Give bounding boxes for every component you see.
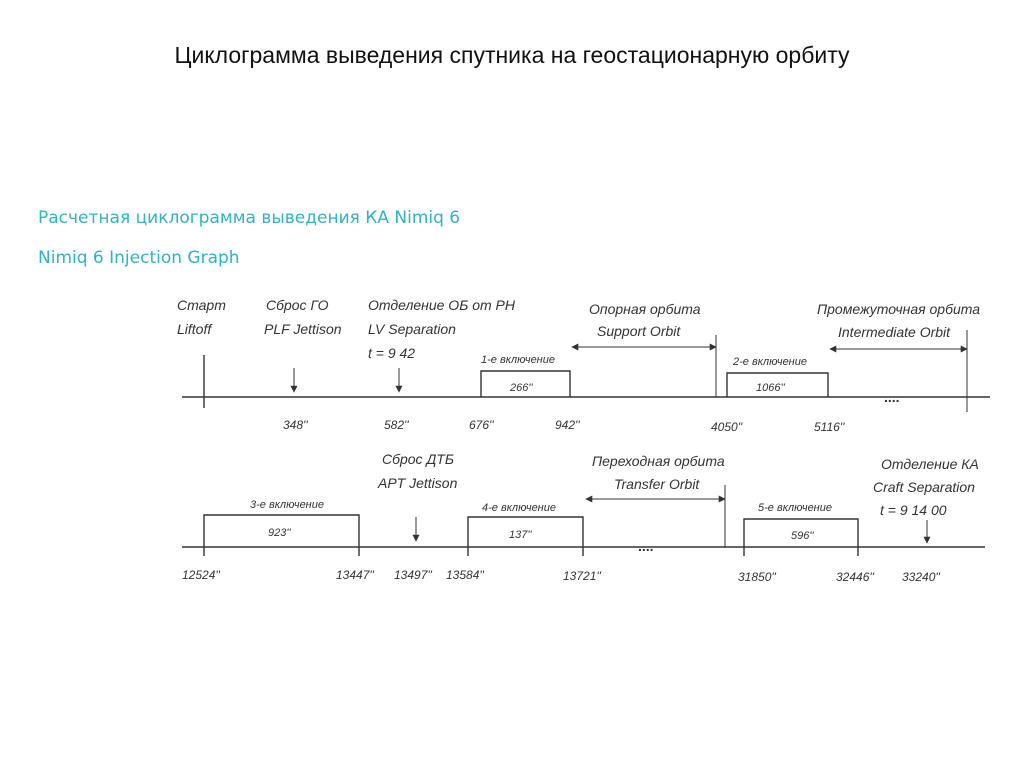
burn-4-label: 4-е включение	[482, 502, 556, 514]
plf-jettison-label-en: PLF Jettison	[264, 321, 342, 337]
burn-3-pulse	[203, 514, 360, 556]
transfer-orbit-label-en: Transfer Orbit	[614, 476, 700, 492]
burn-5-pulse	[743, 518, 859, 556]
row2-tick-label: 13497''	[394, 568, 433, 582]
panel-title-en: Nimiq 6 Injection Graph	[38, 248, 240, 268]
transfer-orbit-label-ru: Переходная орбита	[592, 453, 725, 469]
apt-jettison-label-ru: Сброс ДТБ	[382, 451, 454, 467]
craft-separation-time: t = 9 14 00	[880, 502, 947, 518]
support-orbit-label-ru: Опорная орбита	[589, 301, 701, 317]
intermediate-orbit-label-en: Intermediate Orbit	[838, 324, 951, 340]
row2-ellipsis: ....	[638, 538, 654, 554]
row2-tick-label: 13721''	[563, 569, 602, 583]
row1-tick-label: 348''	[283, 418, 308, 432]
liftoff-label-ru: Старт	[177, 297, 226, 313]
burn-2-label: 2-е включение	[732, 356, 807, 368]
burn-2-duration: 1066''	[756, 382, 786, 394]
row2-tick-label: 13584''	[446, 568, 485, 582]
row2-tick-label: 32446''	[836, 570, 875, 584]
burn-1-duration: 266''	[509, 382, 533, 394]
burn-1-pulse	[480, 370, 571, 397]
row2-tick-label: 13447''	[336, 568, 375, 582]
burn-2-pulse	[726, 372, 829, 397]
lv-separation-label-ru: Отделение ОБ от РН	[368, 297, 516, 313]
panel-title-ru: Расчетная циклограмма выведения КА Nimiq…	[38, 208, 461, 228]
row1-tick-label: 4050''	[711, 420, 743, 434]
apt-jettison-label-en: APT Jettison	[377, 475, 458, 491]
burn-1-label: 1-е включение	[481, 354, 555, 366]
craft-separation-label-ru: Отделение КА	[881, 456, 979, 472]
slide-title: Циклограмма выведения спутника на геоста…	[174, 42, 850, 68]
lv-separation-label-en: LV Separation	[368, 321, 456, 337]
burn-5-label: 5-е включение	[758, 502, 832, 514]
row1-ellipsis: ....	[884, 389, 900, 405]
burn-4-duration: 137''	[509, 529, 532, 541]
row1-tick-label: 942''	[555, 418, 580, 432]
row1-tick-label: 582''	[384, 418, 409, 432]
intermediate-orbit-label-ru: Промежуточная орбита	[817, 301, 980, 317]
burn-5-duration: 596''	[791, 530, 814, 542]
lv-separation-time: t = 9 42	[368, 345, 415, 361]
row2-tick-label: 12524''	[182, 568, 221, 582]
burn-4-pulse	[467, 516, 584, 556]
plf-jettison-label-ru: Сброс ГО	[266, 297, 329, 313]
liftoff-label-en: Liftoff	[177, 321, 213, 337]
row2-tick-label: 31850''	[738, 570, 777, 584]
row1-tick-label: 676''	[469, 418, 494, 432]
craft-separation-label-en: Craft Separation	[873, 479, 975, 495]
row1-tick-label: 5116''	[814, 420, 845, 434]
support-orbit-label-en: Support Orbit	[597, 323, 681, 339]
row2-tick-label: 33240''	[902, 570, 941, 584]
burn-3-duration: 923''	[268, 527, 291, 539]
burn-3-label: 3-е включение	[250, 499, 324, 511]
